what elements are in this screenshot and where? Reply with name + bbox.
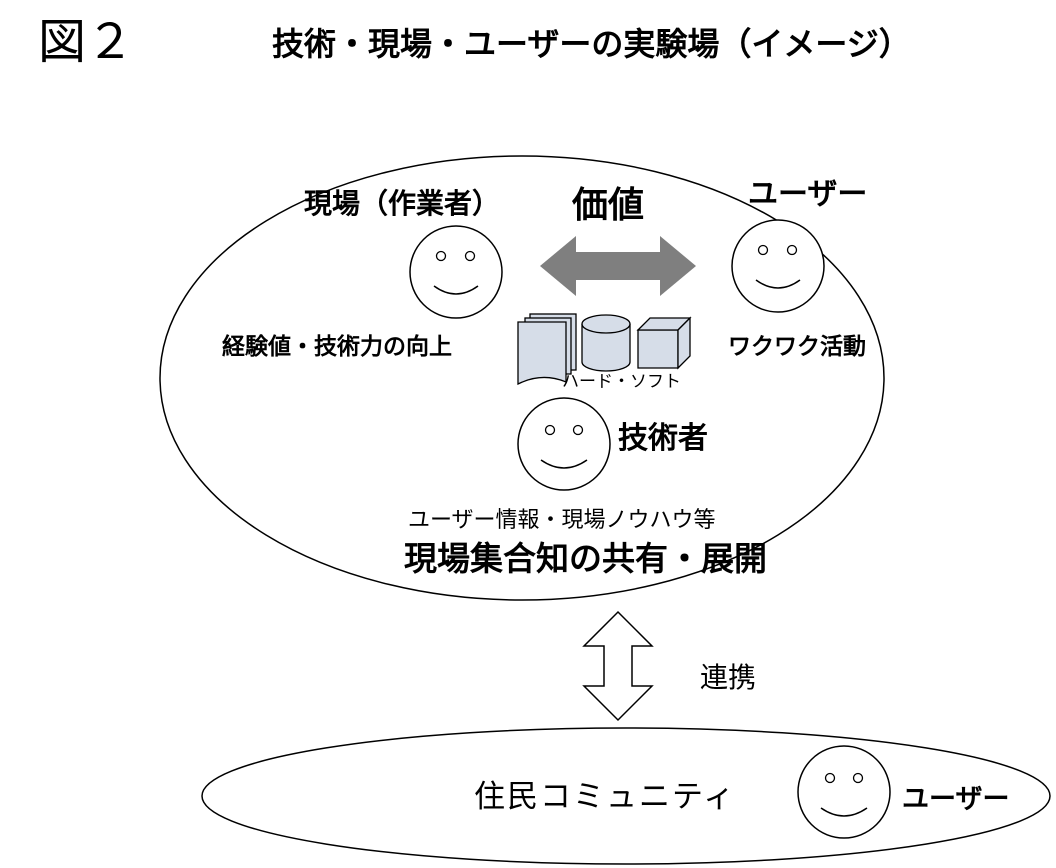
- renkei-double-arrow-icon: [582, 610, 654, 722]
- user-label: ユーザー: [748, 177, 868, 212]
- figure-title: 技術・現場・ユーザーの実験場（イメージ）: [272, 25, 911, 63]
- community-ellipse: [201, 727, 1051, 865]
- experiment-field-ellipse: [159, 155, 885, 601]
- cube-icon: [636, 316, 692, 370]
- info-label: ユーザー情報・現場ノウハウ等: [408, 508, 716, 533]
- document-stack-icon: [517, 313, 577, 386]
- community-user-label: ユーザー: [902, 784, 1010, 815]
- renkei-label: 連携: [700, 661, 757, 694]
- figure-label: 図２: [38, 14, 135, 70]
- value-label: 価値: [572, 185, 645, 226]
- engineer-smiley-face-icon: [517, 397, 611, 491]
- user-smiley-face-icon: [731, 219, 825, 313]
- engineer-label: 技術者: [618, 421, 708, 456]
- value-double-arrow-icon: [540, 236, 696, 296]
- wakuwaku-label: ワクワク活動: [728, 334, 866, 360]
- community-user-smiley-face-icon: [797, 745, 891, 839]
- hardware-software-label: ハード・ソフト: [562, 372, 681, 392]
- share-label: 現場集合知の共有・展開: [404, 539, 767, 578]
- community-label: 住民コミュニティ: [474, 779, 737, 815]
- genba-label: 現場（作業者）: [304, 187, 501, 220]
- experience-label: 経験値・技術力の向上: [222, 334, 452, 360]
- database-cylinder-icon: [581, 314, 631, 372]
- genba-smiley-face-icon: [409, 225, 503, 319]
